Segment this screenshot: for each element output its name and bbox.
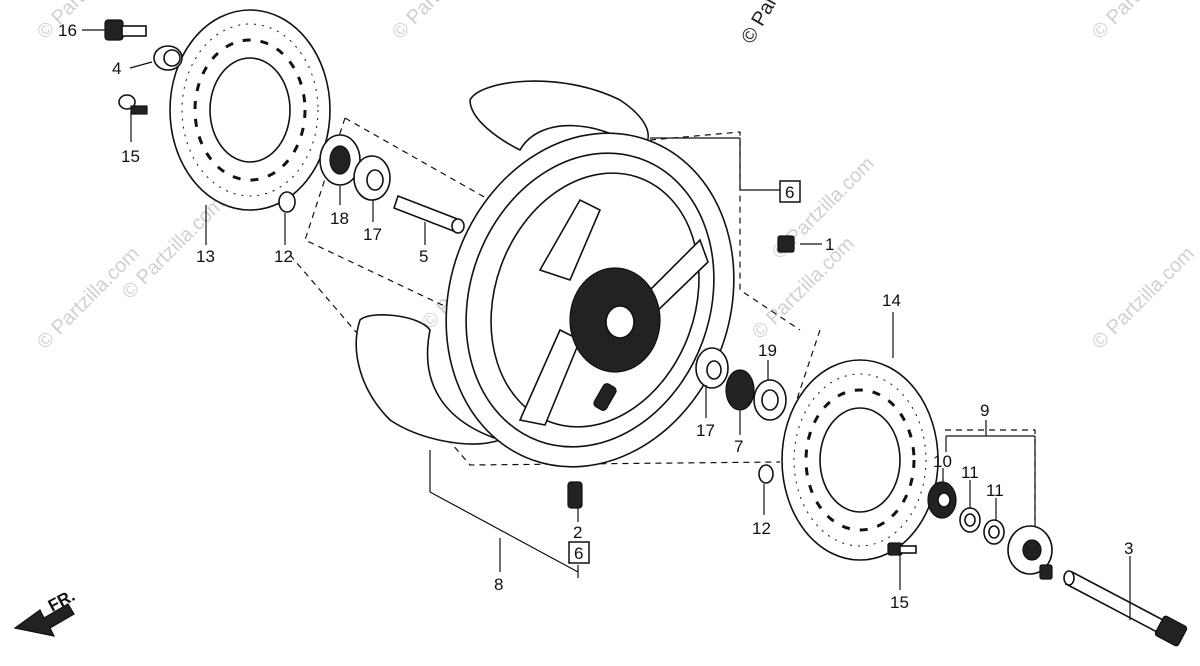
spacer-4 bbox=[153, 45, 183, 71]
bolt-15-right bbox=[887, 542, 917, 556]
collar-5 bbox=[392, 194, 465, 234]
brake-disc-right bbox=[781, 359, 939, 561]
callout-11-a: 11 bbox=[961, 463, 979, 482]
callout-1: 1 bbox=[825, 235, 834, 254]
nut-1 bbox=[777, 235, 795, 253]
callout-12-left: 12 bbox=[274, 247, 293, 266]
gear-10 bbox=[927, 481, 957, 519]
leader-lines bbox=[82, 29, 1131, 620]
washer-12-right bbox=[758, 464, 774, 484]
assembly-guide-lines bbox=[289, 117, 1036, 520]
callout-6-bottom: 6 bbox=[574, 544, 583, 563]
washer-12-left bbox=[278, 191, 296, 213]
bearing-17-left bbox=[353, 155, 391, 201]
valve-stem-2 bbox=[567, 481, 583, 509]
bearing-17-right bbox=[695, 347, 729, 389]
watermark: © Partzilla.com bbox=[33, 0, 144, 44]
bolt-16 bbox=[104, 19, 147, 41]
speedometer-gearbox bbox=[1007, 525, 1053, 580]
callout-box-6-top bbox=[779, 180, 801, 203]
watermark: © Partzilla.com bbox=[748, 233, 859, 344]
callout-3: 3 bbox=[1124, 539, 1133, 558]
callout-15-left: 15 bbox=[121, 147, 140, 166]
callout-9: 9 bbox=[980, 401, 989, 420]
callout-19: 19 bbox=[758, 341, 777, 360]
seal-7 bbox=[725, 369, 755, 411]
callout-7: 7 bbox=[734, 437, 743, 456]
front-direction-label: FR. bbox=[45, 586, 78, 616]
callout-18: 18 bbox=[330, 209, 349, 228]
callout-5: 5 bbox=[419, 247, 428, 266]
watermark: © Partzilla.com bbox=[388, 0, 499, 44]
callout-15-right: 15 bbox=[890, 593, 909, 612]
callout-13: 13 bbox=[196, 247, 215, 266]
watermark: © Partzilla.com bbox=[1088, 0, 1199, 44]
washer-11-a bbox=[959, 507, 981, 533]
callout-box-6-bottom bbox=[568, 541, 590, 564]
callout-16: 16 bbox=[58, 21, 77, 40]
brake-disc-left bbox=[169, 9, 331, 211]
callout-6-top: 6 bbox=[785, 183, 794, 202]
callout-4: 4 bbox=[112, 59, 121, 78]
bolt-15-left bbox=[118, 94, 148, 115]
callout-labels: 1 2 3 4 5 6 6 7 8 9 10 11 11 12 12 13 14… bbox=[58, 21, 1133, 612]
callout-11-b: 11 bbox=[986, 481, 1004, 500]
watermark-copyright-mark: © Partzilla.com bbox=[737, 0, 823, 48]
callout-17-left: 17 bbox=[363, 225, 382, 244]
washer-11-b bbox=[983, 519, 1005, 545]
callout-10: 10 bbox=[933, 452, 952, 471]
watermark: © Partzilla.com bbox=[1088, 243, 1199, 354]
seal-19 bbox=[753, 379, 787, 421]
front-direction-arrow: FR. bbox=[13, 586, 78, 637]
bearing-18 bbox=[319, 134, 361, 186]
axle-3 bbox=[1063, 570, 1188, 647]
callout-2: 2 bbox=[573, 523, 582, 542]
callout-17-right: 17 bbox=[696, 421, 715, 440]
callout-8: 8 bbox=[494, 575, 503, 594]
callout-12-right: 12 bbox=[752, 519, 771, 538]
callout-14: 14 bbox=[882, 291, 901, 310]
wheel-assembly bbox=[355, 80, 735, 468]
